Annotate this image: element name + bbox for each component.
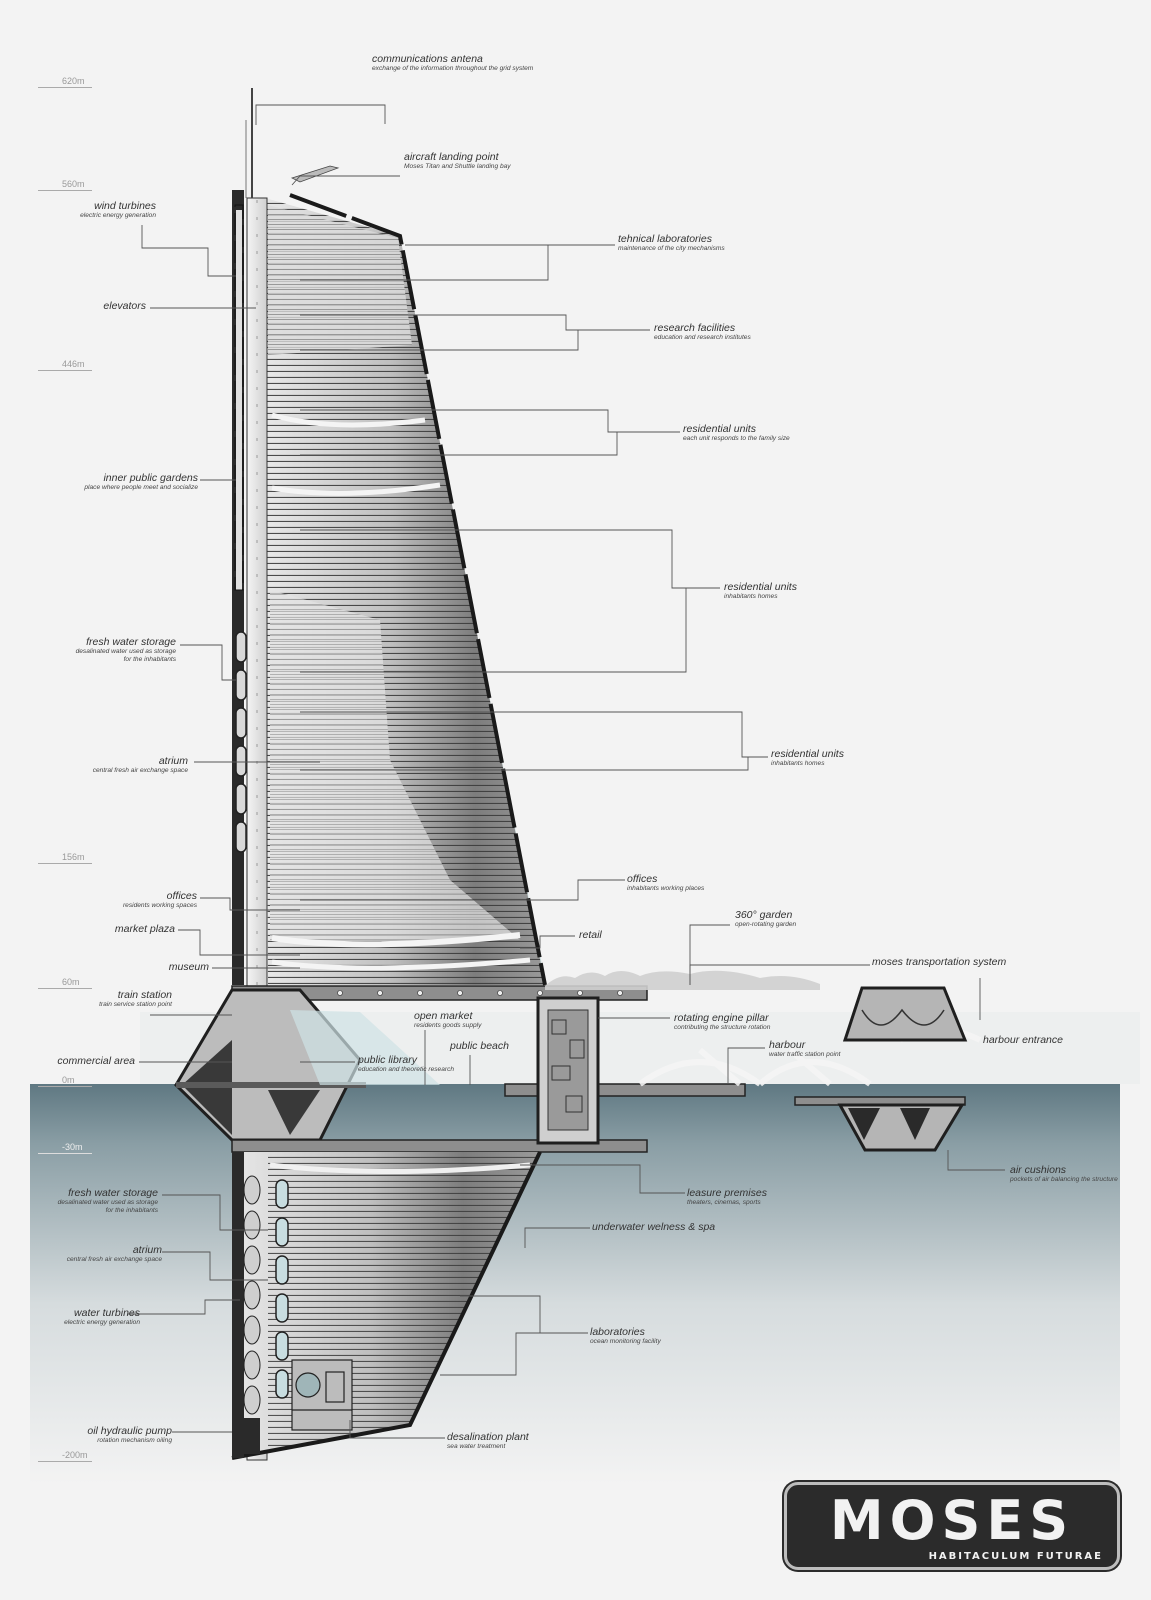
level-60: 60m	[38, 977, 92, 989]
fresh-water-tanks-upper	[235, 631, 247, 853]
label-harbour-entrance: harbour entrance	[983, 1034, 1063, 1046]
label-elevators: elevators	[103, 300, 146, 312]
garden-360	[545, 970, 820, 990]
level-560: 560m	[38, 179, 92, 191]
fresh-water-tanks-lower	[275, 1179, 289, 1399]
aircraft	[290, 165, 340, 183]
facade-edge	[289, 193, 547, 986]
wind-turbine-shaft	[234, 204, 244, 591]
moses-logo: MOSES HABITACULUM FUTURAE	[784, 1482, 1120, 1570]
bridge-truss	[638, 1027, 982, 1087]
water-turbines	[243, 1175, 261, 1415]
label-transport-system: moses transportation system	[872, 956, 1007, 968]
leader-lines	[128, 104, 1005, 1439]
desalination-machinery	[291, 1359, 353, 1431]
label-public-beach: public beach	[450, 1040, 509, 1052]
level-0: 0m	[38, 1075, 92, 1087]
level-620: 620m	[38, 76, 92, 88]
level-minus200: -200m	[38, 1450, 92, 1462]
logo-tagline: HABITACULUM FUTURAE	[928, 1551, 1103, 1562]
underwater-facade-edge	[231, 1151, 542, 1460]
level-minus30: -30m	[38, 1142, 92, 1154]
label-spa: underwater welness & spa	[592, 1221, 716, 1233]
label-museum: museum	[168, 961, 209, 973]
label-retail: retail	[579, 929, 602, 941]
label-commercial: commercial area	[57, 1055, 135, 1067]
logo-wordmark: MOSES	[829, 1489, 1075, 1552]
level-446: 446m	[38, 359, 92, 371]
level-156: 156m	[38, 852, 92, 864]
label-market-plaza: market plaza	[114, 923, 175, 935]
